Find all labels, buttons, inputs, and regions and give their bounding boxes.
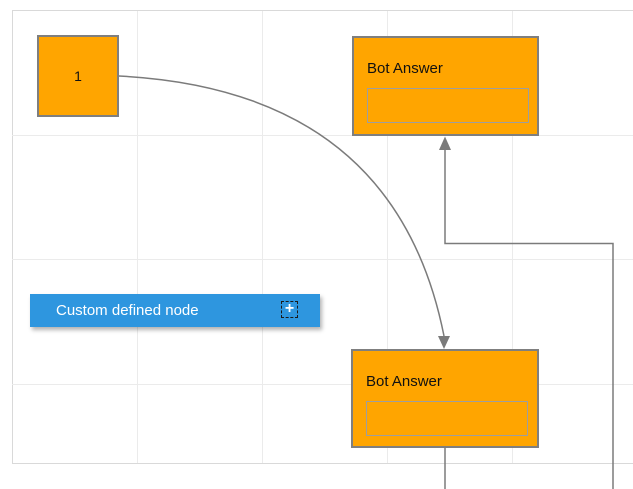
- arrow-down-icon: [438, 336, 450, 349]
- arrow-up-icon: [439, 136, 451, 150]
- add-plus-icon[interactable]: +: [281, 301, 298, 318]
- bezier-connector[interactable]: [118, 75, 450, 349]
- node-numbered-label: 1: [74, 68, 82, 84]
- custom-node-label: Custom defined node: [56, 302, 199, 319]
- node-bot-answer-top[interactable]: Bot Answer: [352, 36, 539, 136]
- orthogonal-connector[interactable]: [439, 136, 614, 489]
- node-custom-defined[interactable]: Custom defined node +: [30, 294, 320, 327]
- bot-answer-title: Bot Answer: [367, 60, 443, 77]
- node-bot-answer-bottom[interactable]: Bot Answer: [351, 349, 539, 448]
- bot-answer-title: Bot Answer: [366, 373, 442, 390]
- node-numbered[interactable]: 1: [37, 35, 119, 117]
- bot-answer-text-field[interactable]: [366, 401, 528, 436]
- bot-answer-text-field[interactable]: [367, 88, 529, 123]
